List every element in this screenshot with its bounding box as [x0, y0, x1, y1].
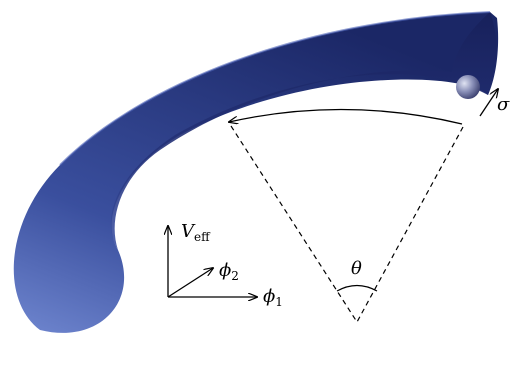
v-eff-label: Veff — [181, 221, 211, 244]
ball — [456, 75, 480, 99]
sigma-arrow — [479, 89, 498, 117]
axis-phi2 — [167, 268, 213, 298]
potential-trough — [13, 12, 499, 333]
phi2-label: ϕ2 — [219, 260, 239, 283]
arc-arrow — [229, 108, 463, 125]
theta-label: θ — [351, 258, 362, 279]
trough-groove — [110, 12, 497, 250]
theta-arc — [336, 284, 378, 292]
trough-rim — [59, 11, 491, 166]
phi1-label: ϕ1 — [263, 286, 283, 309]
dashed-radius-right — [356, 126, 464, 323]
sigma-label: σ — [497, 94, 510, 115]
dashed-radius-left — [230, 125, 358, 323]
